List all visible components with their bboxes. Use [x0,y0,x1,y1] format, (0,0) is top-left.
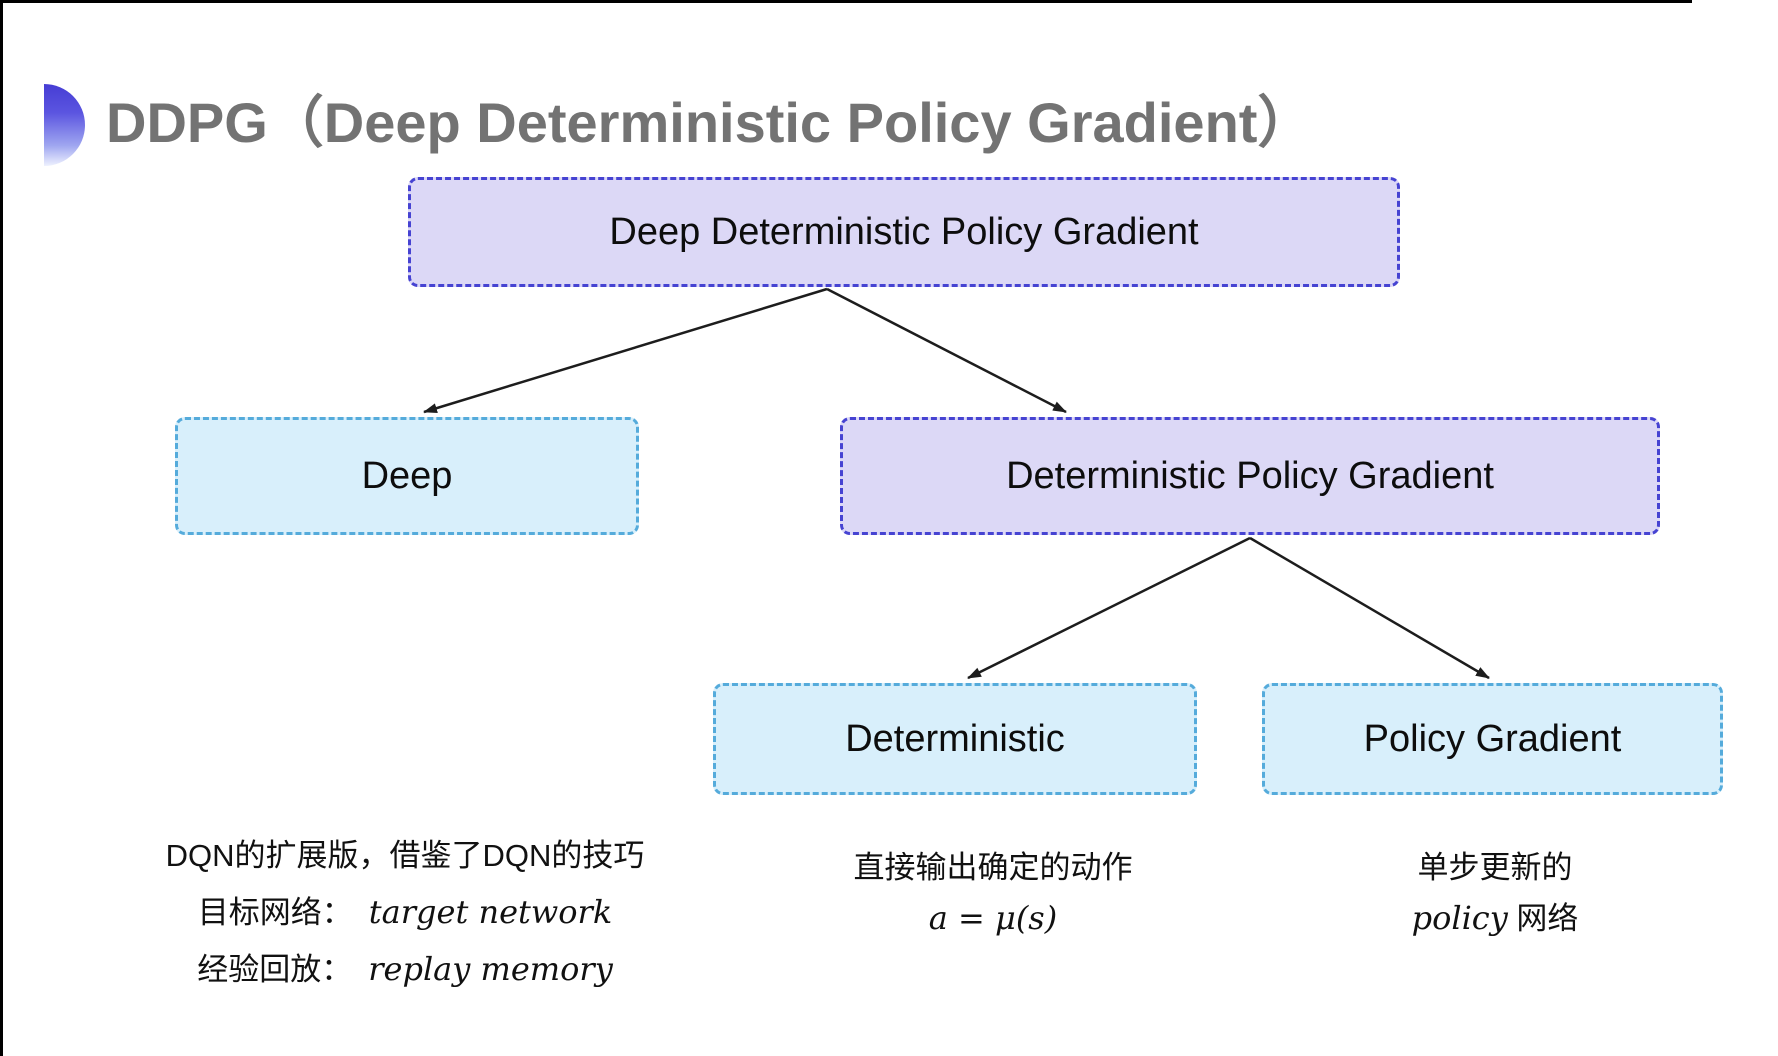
annotation-line: DQN的扩展版，借鉴了DQN的技巧 [165,838,645,873]
frame-top-border [0,0,1692,3]
node-deep: Deep [175,417,639,535]
annotation-line: policy 网络 [1411,899,1579,937]
node-deep-deterministic-policy-gradient: Deep Deterministic Policy Gradient [408,177,1400,287]
title-bullet-icon [44,84,85,166]
annotation-line: 经验回放：replay memory [197,950,613,988]
page-title: DDPG（Deep Deterministic Policy Gradient） [106,91,1314,154]
annotation-deep: DQN的扩展版，借鉴了DQN的技巧 目标网络：target network 经验… [120,828,690,998]
node-policy-gradient: Policy Gradient [1262,683,1723,795]
term-target-network: target network [368,893,613,931]
annotation-line: 直接输出确定的动作 [853,850,1133,885]
term-replay-memory: replay memory [368,950,613,988]
node-label: Deep Deterministic Policy Gradient [609,210,1199,253]
annotation-line: 目标网络：target network [197,893,613,931]
node-deterministic-policy-gradient: Deterministic Policy Gradient [840,417,1660,535]
term-policy: policy [1411,899,1508,937]
annotation-policy-gradient: 单步更新的 policy 网络 [1295,843,1695,944]
node-label: Deterministic [845,717,1065,760]
annotation-line: 单步更新的 [1417,850,1573,885]
node-label: Deep [361,454,453,497]
annotation-formula: a = μ(s) [928,899,1058,937]
frame-left-border [0,0,3,1056]
node-label: Policy Gradient [1363,717,1622,760]
node-deterministic: Deterministic [713,683,1197,795]
node-label: Deterministic Policy Gradient [1006,454,1494,497]
annotation-deterministic: 直接输出确定的动作 a = μ(s) [793,843,1193,944]
